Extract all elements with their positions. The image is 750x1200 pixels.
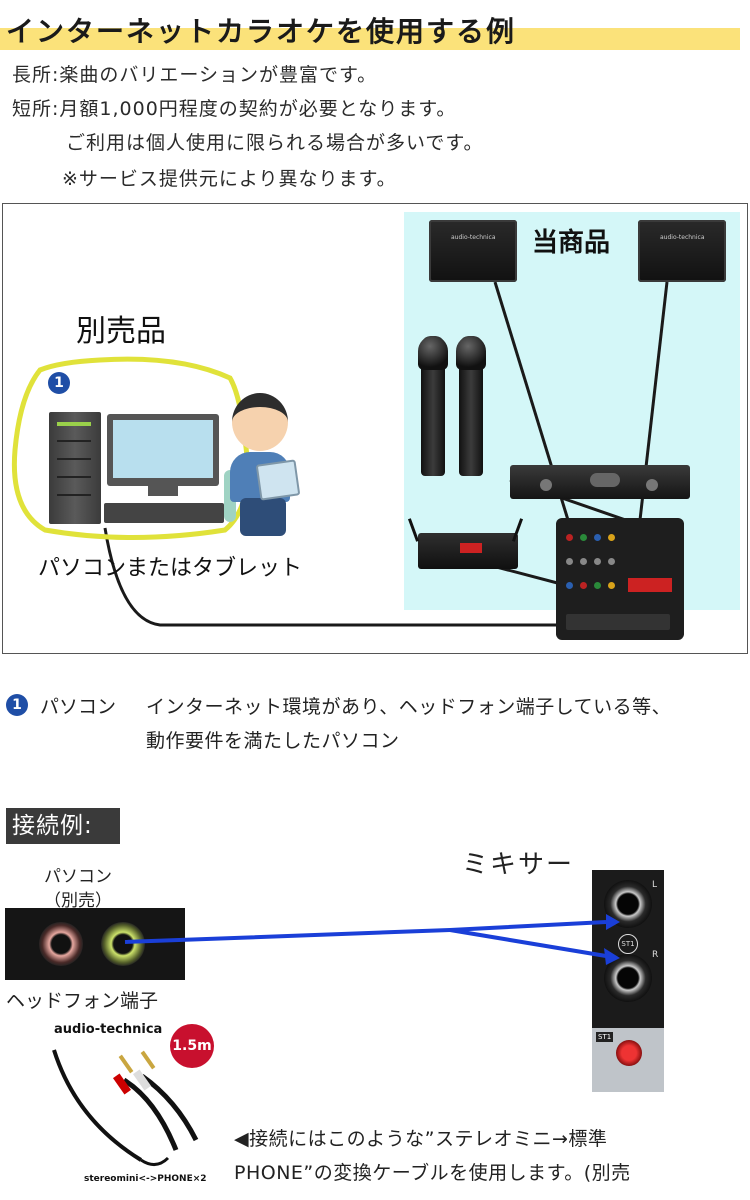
keyboard [104,503,224,523]
microphone-1 [418,336,448,476]
microphone-2 [456,336,486,476]
badge-1: 1 [48,372,70,394]
monitor-stand [148,486,178,496]
arrowhead-l [606,914,620,930]
person-legs [240,498,286,536]
mixer-st1-badge: ST1 [618,934,638,954]
desktop-tower [49,412,101,524]
length-badge: 1.5m [170,1024,214,1068]
pros-text: 長所:楽曲のバリエーションが豊富です。 [12,64,378,86]
arrow-to-r [449,928,607,958]
title-band: インターネットカラオケを使用する例 [0,8,740,50]
speaker-right: audio-technica [638,220,726,282]
legend-desc-line1: インターネット環境があり、ヘッドフォン端子している等、 [146,696,672,718]
wireless-receiver [418,533,518,569]
title-highlight [0,28,740,50]
mixer-r-label: R [652,950,659,960]
pc-label-line2: （別売） [44,891,112,911]
diagram-frame [2,203,748,654]
mixer-photo: L ST1 R ST1 [592,870,664,1092]
connection-section-title: 接続例: [6,808,120,844]
headphone-jack-photo [5,908,185,980]
legend-desc-line2: 動作要件を満たしたパソコン [146,730,400,752]
mixer-label: ミキサー [462,850,575,880]
cable-note-line2: PHONE”の変換ケーブルを使用します。(別売 [234,1162,631,1184]
highlight-outline [11,356,250,540]
pc-label-line1: パソコン [44,867,112,887]
cable-note-line1: ◀接続にはこのような”ステレオミニ→標準 [234,1128,608,1150]
sold-separately-label: 別売品 [76,314,166,349]
cons-text: 短所:月額1,000円程度の契約が必要となります。 [12,98,457,120]
jack-label: ヘッドフォン端子 [6,990,159,1012]
speaker-left: audio-technica [429,220,517,282]
amplifier [510,465,690,499]
green-jack [101,922,145,966]
cable-image [52,1049,199,1166]
note-text: ※サービス提供元により異なります。 [62,168,397,190]
pc-label: パソコンまたはタブレット [38,556,303,581]
brand-logo: audio-technica [54,1022,163,1037]
arrowhead-r [604,948,620,965]
person-head [232,393,288,451]
page-title: インターネットカラオケを使用する例 [6,15,517,48]
pink-jack [39,922,83,966]
mixer-l-label: L [652,880,658,890]
cons-text-line2: ご利用は個人使用に限られる場合が多いです。 [66,132,484,154]
arrow-to-l [124,920,607,944]
monitor [107,414,219,486]
legend-badge: 1 [6,694,28,716]
mixer [556,518,684,640]
this-product-label: 当商品 [532,228,611,258]
mixer-st1-label: ST1 [596,1032,614,1042]
mixer-gain-knob [616,1040,642,1066]
legend-item-name: パソコン [40,696,117,718]
cable-caption: stereomini<->PHONE×2 [84,1174,207,1184]
cable-pc [103,527,560,627]
mixer-panel: ST1 [592,1028,664,1092]
